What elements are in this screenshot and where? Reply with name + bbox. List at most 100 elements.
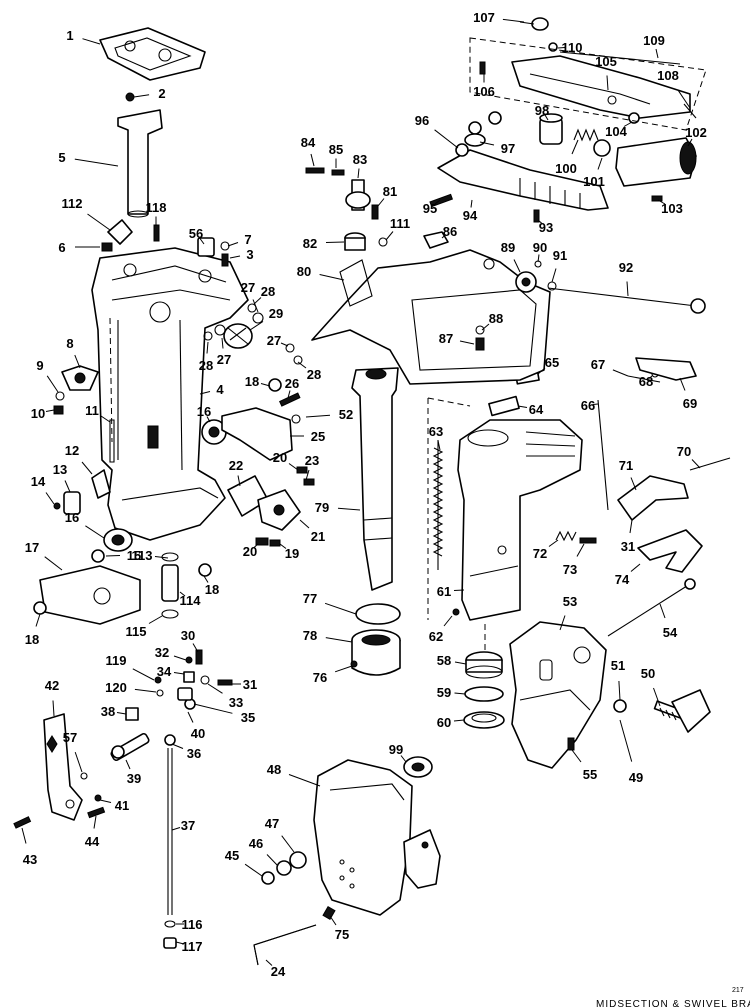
callout-leader	[597, 157, 603, 170]
part-15-washer	[91, 549, 105, 563]
part-64-pad	[488, 395, 520, 417]
part-27-washer-c	[285, 343, 295, 353]
callout-number: 16	[65, 510, 79, 525]
part-74-lock-lever	[637, 529, 703, 573]
callout-leader	[626, 281, 629, 297]
callout-number: 43	[23, 852, 37, 867]
part-106-screw	[479, 61, 486, 75]
part-24-tilt-lever	[253, 924, 317, 966]
callout-leader	[537, 219, 543, 224]
callout-leader	[377, 198, 385, 207]
part-111-washer	[378, 237, 388, 247]
callout-number: 46	[249, 836, 263, 851]
callout-number: 11	[85, 403, 99, 418]
part-92-friction-rod	[547, 287, 706, 314]
callout-number: 80	[297, 264, 311, 279]
part-82-bushing	[344, 232, 366, 251]
callout-leader	[329, 915, 337, 926]
callout-leader	[199, 238, 205, 245]
callout-leader	[434, 129, 459, 149]
part-36-grommet	[164, 734, 176, 746]
part-39-shift-shaft	[110, 732, 150, 762]
callout-leader	[206, 341, 209, 354]
part-4-drive-shaft-housing	[91, 247, 249, 541]
callout-number: 48	[267, 762, 281, 777]
callout-number: 18	[205, 582, 219, 597]
part-112-gasket	[107, 219, 133, 245]
swivel-assembly-dash	[427, 397, 471, 620]
callout-leader	[133, 94, 150, 98]
callout-leader	[305, 469, 310, 481]
callout-number: 2	[158, 86, 165, 101]
callout-leader	[35, 613, 41, 627]
callout-leader	[93, 815, 97, 829]
callout-number: 10	[31, 406, 45, 421]
callout-number: 28	[261, 284, 275, 299]
callout-leader	[559, 615, 566, 631]
callout-leader	[592, 403, 599, 405]
callout-number: 106	[473, 84, 495, 99]
callout-leader	[280, 342, 289, 347]
callout-number: 89	[501, 240, 515, 255]
part-55-screw	[567, 737, 575, 751]
part-114-tube	[161, 564, 179, 602]
part-61-swivel-bracket	[457, 419, 583, 621]
part-12-grommet	[91, 469, 111, 499]
callout-leader	[687, 138, 693, 147]
part-85-screw	[331, 169, 345, 176]
callout-number: 86	[443, 224, 457, 239]
part-94-tiller-handle	[437, 149, 609, 211]
callout-leader	[400, 755, 407, 763]
callout-leader	[85, 525, 105, 539]
callout-number: 77	[303, 591, 317, 606]
callout-leader	[81, 461, 93, 475]
callout-leader	[453, 589, 465, 591]
part-104-nut	[628, 112, 640, 124]
callout-number: 78	[303, 628, 317, 643]
callout-number: 66	[581, 398, 595, 413]
callout-number: 13	[53, 462, 67, 477]
callout-leader	[691, 459, 701, 469]
callout-number: 69	[683, 396, 697, 411]
part-46-washer	[276, 860, 292, 876]
callout-number: 95	[423, 201, 437, 216]
part-38-block	[125, 707, 139, 721]
callout-leader	[454, 661, 467, 665]
handle-assembly-dash-box	[469, 37, 707, 131]
callout-number: 17	[25, 540, 39, 555]
part-118-screw	[153, 224, 160, 242]
part-45-nut	[261, 871, 275, 885]
callout-number: 29	[269, 306, 283, 321]
callout-leader	[229, 255, 241, 259]
callout-leader	[571, 749, 582, 763]
callout-leader	[324, 602, 357, 615]
callout-number: 23	[305, 453, 319, 468]
callout-leader	[173, 672, 185, 675]
callout-number: 8	[66, 336, 73, 351]
part-51-washer	[613, 699, 627, 713]
callout-leader	[221, 337, 224, 349]
callout-number: 65	[545, 355, 559, 370]
callout-number: 82	[303, 236, 317, 251]
callout-leader	[44, 556, 63, 571]
callout-leader	[125, 759, 131, 770]
callout-number: 1	[66, 28, 73, 43]
callout-number: 15	[127, 548, 141, 563]
part-89-friction-knob	[515, 271, 537, 293]
callout-leader	[502, 18, 525, 23]
part-1-adapter-gasket	[99, 27, 206, 81]
callout-number: 18	[25, 632, 39, 647]
part-67-pin	[627, 375, 661, 383]
part-88-washer	[475, 325, 485, 335]
callout-number: 56	[189, 226, 203, 241]
callout-leader	[74, 751, 83, 773]
callout-leader	[319, 274, 345, 281]
callout-leader	[207, 683, 223, 694]
callout-leader	[481, 323, 490, 331]
part-115-o-ring	[161, 609, 179, 619]
callout-number: 41	[115, 798, 129, 813]
callout-leader	[179, 591, 186, 597]
callout-number: 53	[563, 594, 577, 609]
callout-number: 26	[285, 376, 299, 391]
part-83-gear	[345, 179, 371, 211]
